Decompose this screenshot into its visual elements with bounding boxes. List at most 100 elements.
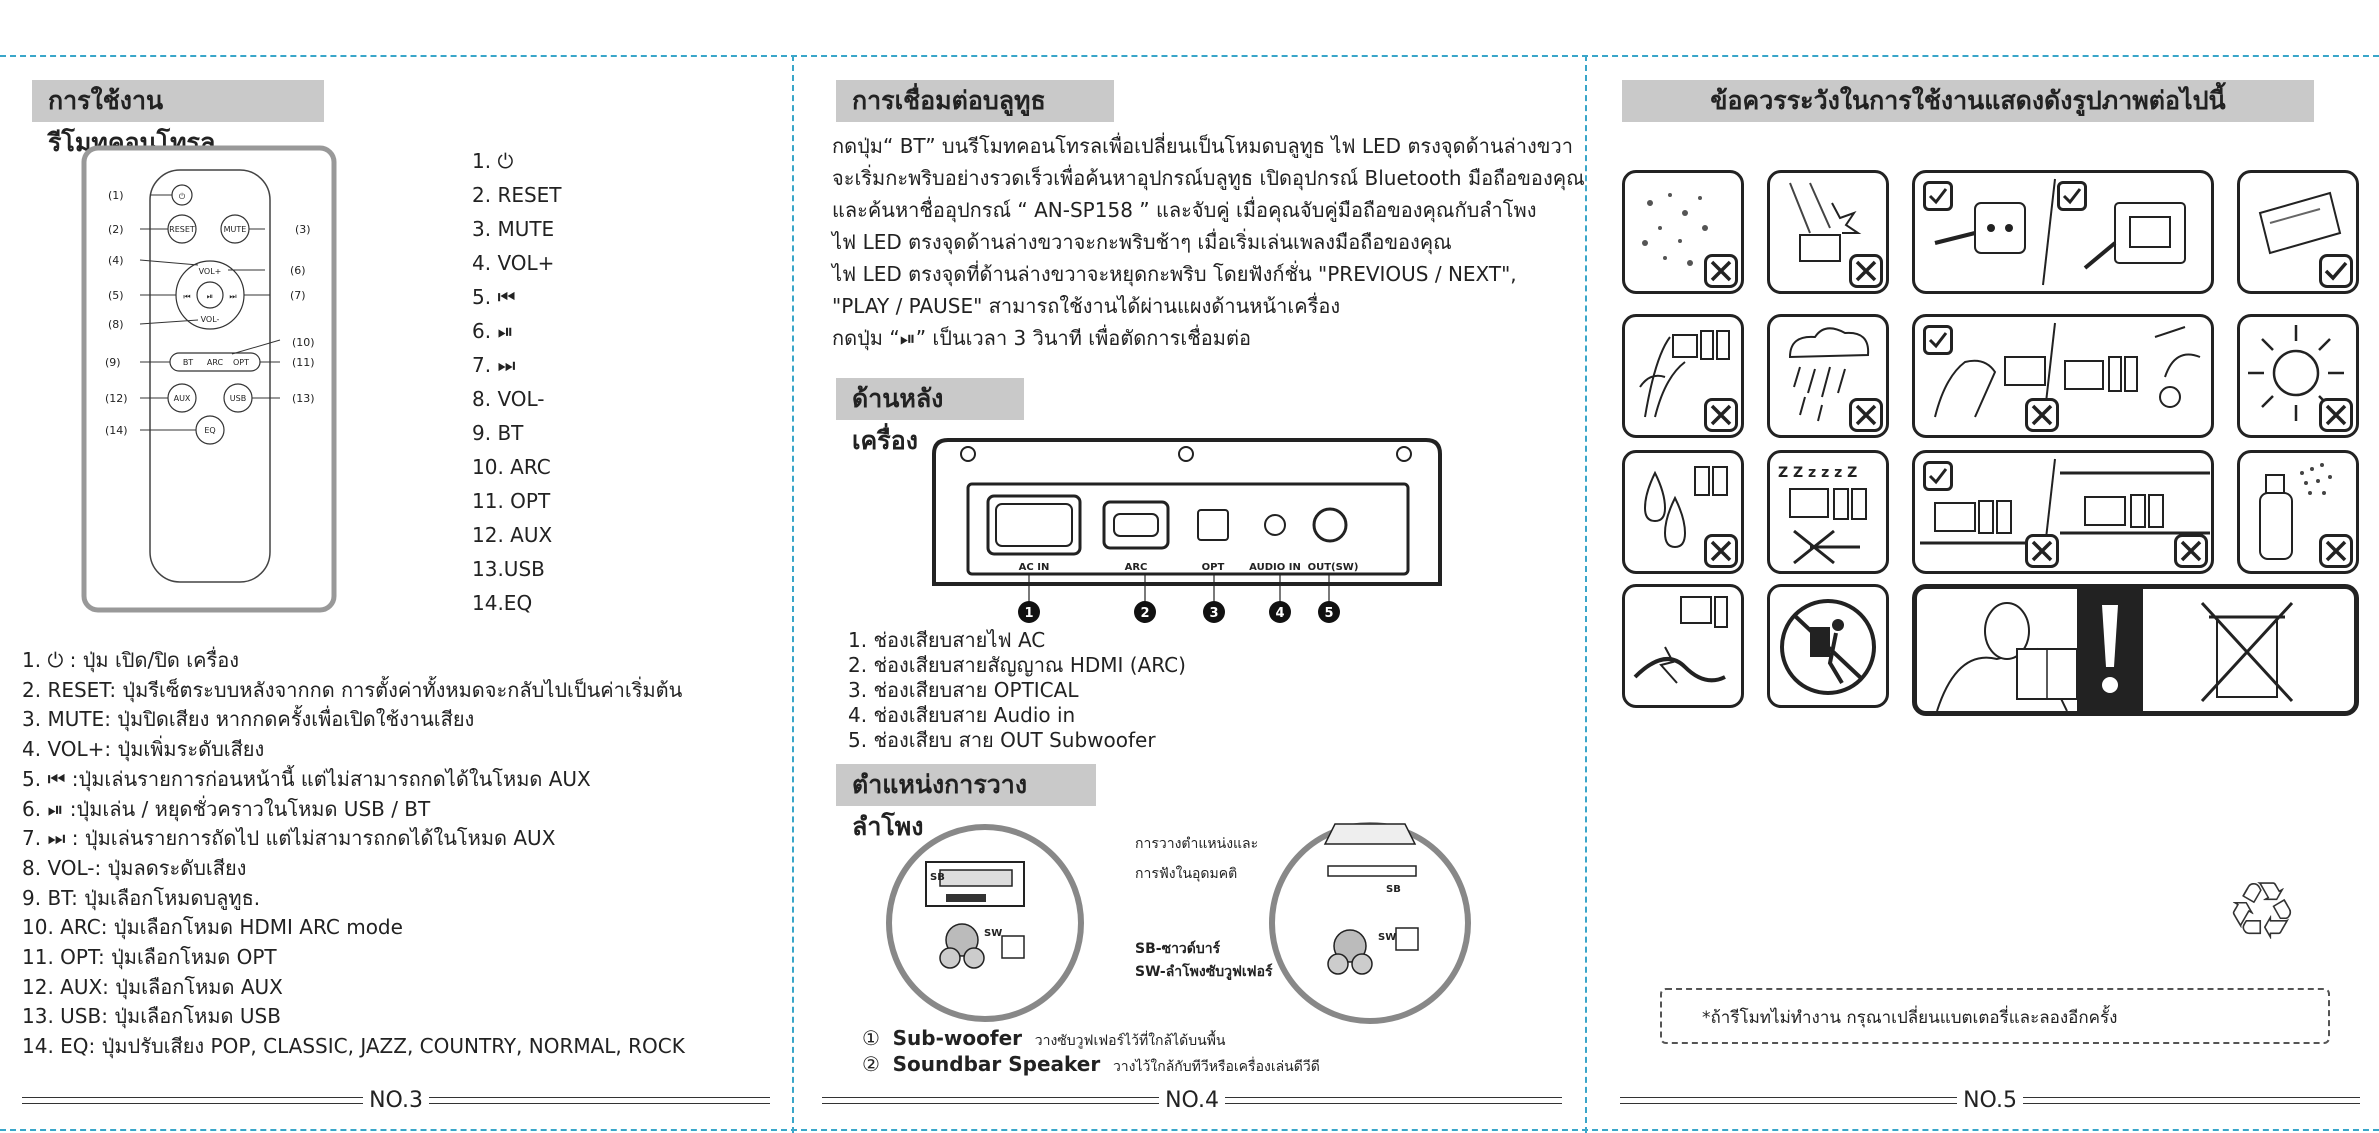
top-guide-line [0, 55, 2379, 57]
page-number: NO.5 [1963, 1088, 2017, 1113]
button-descriptions: 1. ⏻ : ปุ่ม เปิด/ปิด เครื่อง 2. RESET: ป… [22, 646, 685, 1062]
port-item: 1. ช่องเสียบสายไฟ AC [848, 628, 1046, 652]
recycle-icon: ♲ [2226, 865, 2298, 958]
bt-line: กดปุ่ม “⏯” เป็นเวลา 3 วินาที เพื่อตัดการ… [832, 326, 1251, 350]
no-spray-icon [2237, 450, 2359, 574]
fold-line-left [792, 55, 794, 1133]
remote-callout-1: (1) [108, 189, 124, 202]
panel-label-audioin: AUDIO IN [1249, 562, 1301, 573]
remote-callout-2: (2) [108, 223, 124, 236]
prohibited-mark-icon [2319, 534, 2353, 568]
bt-line: และค้นหาชื่ออุปกรณ์ “ AN-SP158 ” และจับค… [832, 198, 1537, 222]
remote-callout-12: (12) [105, 392, 128, 405]
bt-line: กดปุ่ม“ BT” บนรีโมทคอนโทรลเพื่อเปลี่ยนเป… [832, 134, 1573, 158]
prohibited-mark-icon [1704, 254, 1738, 288]
read-manual-disposal-icon [1912, 584, 2359, 716]
panel-label-outsw: OUT(SW) [1308, 562, 1359, 573]
remote-mute-key: MUTE [224, 225, 247, 234]
tip-subwoofer: ① Sub-woofer วางซับวูฟเฟอร์ไว้ที่ใกล้ได้… [862, 1026, 1226, 1052]
remote-callout-3: (3) [295, 223, 311, 236]
tip-title: Sub-woofer [892, 1026, 1023, 1050]
svg-text:⏻: ⏻ [179, 192, 186, 201]
svg-text:⏮: ⏮ [183, 292, 190, 301]
panel-num: 3 [1209, 606, 1218, 621]
panel-label-arc: ARC [1125, 562, 1148, 573]
placement-heading: ตำแหน่งการวางลำโพง [836, 764, 1096, 841]
bt-line: จะเริ่มกะพริบอย่างรวดเร็วเพื่อค้นหาอุปกร… [832, 166, 1585, 190]
remote-bt-key: BT [183, 358, 193, 367]
prohibited-mark-icon [1849, 398, 1883, 432]
panel-label-acin: AC IN [1019, 562, 1050, 573]
remote-callout-10: (10) [292, 336, 315, 349]
description-item: 9. BT: ปุ่มเลือกโหมดบลูทูธ. [22, 885, 261, 910]
legend-sw: SW-ลำโพงซับวูฟเฟอร์ [1135, 962, 1273, 980]
remote-usb-key: USB [230, 394, 246, 403]
port-list: 1. ช่องเสียบสายไฟ AC 2. ช่องเสียบสายสัญญ… [848, 628, 1186, 753]
button-list-item: 6. ⏯ [472, 319, 514, 343]
no-sunlight-icon [2237, 314, 2359, 438]
tip-text: วางไว้ใกล้กับทีวีหรือเครื่องเล่นดีวีดี [1112, 1059, 1320, 1075]
tip-text: วางซับวูฟเฟอร์ไว้ที่ใกล้ได้บนพื้น [1034, 1033, 1226, 1049]
panel-num: 5 [1324, 606, 1333, 621]
page-footer-3: NO.3 [22, 1088, 770, 1113]
remote-callout-13: (13) [292, 392, 315, 405]
svg-text:⏭: ⏭ [229, 292, 236, 301]
remote-volminus-key: VOL- [201, 315, 220, 324]
description-item: 1. ⏻ : ปุ่ม เปิด/ปิด เครื่อง [22, 648, 239, 672]
tip-number: ① [862, 1026, 880, 1050]
remote-eq-key: EQ [204, 426, 215, 435]
battery-note: *ถ้ารีโมทไม่ทำงาน กรุณาเปลี่ยนแบตเตอรี่แ… [1660, 988, 2330, 1044]
sw-tag-left: SW [984, 928, 1002, 939]
remote-callout-4: (4) [108, 254, 124, 267]
button-list-item: 9. BT [472, 421, 524, 445]
no-liquid-icon [1622, 450, 1744, 574]
button-list-item: 3. MUTE [472, 217, 555, 241]
sb-tag-right: SB [1386, 884, 1401, 895]
description-item: 6. ⏯ :ปุ่มเล่น / หยุดชั่วคราวในโหมด USB … [22, 796, 431, 821]
sb-tag-left: SB [930, 872, 945, 883]
proper-power-plug-icon [1912, 170, 2214, 294]
ventilation-ok-icon [2237, 170, 2359, 294]
placement-caption-1: การวางตำแหน่งและ [1135, 836, 1258, 852]
no-rain-icon [1767, 314, 1889, 438]
fold-line-right [1585, 55, 1587, 1133]
bluetooth-instructions: กดปุ่ม“ BT” บนรีโมทคอนโทรลเพื่อเปลี่ยนเป… [832, 130, 1585, 354]
placement-caption-2: การฟังในอุดมคติ [1135, 865, 1237, 882]
button-list-item: 5. ⏮ [472, 285, 516, 309]
svg-text:Z Z z z z Z: Z Z z z z Z [1778, 465, 1857, 481]
approved-mark-icon [2057, 181, 2087, 211]
remote-callout-6: (6) [290, 264, 306, 277]
bottom-guide-line [0, 1129, 2379, 1131]
remote-volplus-key: VOL+ [199, 267, 222, 276]
description-item: 7. ⏭ : ปุ่มเล่นรายการถัดไป แต่ไม่สามารถก… [22, 826, 556, 851]
page-number: NO.3 [369, 1088, 423, 1113]
remote-arc-key: ARC [207, 358, 224, 367]
remote-callout-7: (7) [290, 289, 306, 302]
button-list-item: 14.EQ [472, 591, 533, 615]
description-item: 13. USB: ปุ่มเลือกโหมด USB [22, 1004, 281, 1029]
back-panel-illustration: AC IN ARC OPT AUDIO IN OUT(SW) 1 2 3 4 5 [932, 438, 1442, 623]
prohibited-mark-icon [2174, 534, 2208, 568]
bt-line: "PLAY / PAUSE" สามารถใช้งานได้ผ่านแผงด้า… [832, 294, 1341, 318]
bt-line: ไฟ LED ตรงจุดด้านล่างขวาจะกะพริบช้าๆ เมื… [832, 230, 1452, 254]
remote-callout-14: (14) [105, 424, 128, 437]
remote-reset-key: RESET [169, 225, 195, 234]
approved-mark-icon [1923, 181, 1953, 211]
port-item: 5. ช่องเสียบ สาย OUT Subwoofer [848, 728, 1156, 752]
description-item: 10. ARC: ปุ่มเลือกโหมด HDMI ARC mode [22, 915, 403, 940]
remote-aux-key: AUX [174, 394, 191, 403]
svg-text:⏯: ⏯ [207, 292, 213, 301]
tip-number: ② [862, 1052, 880, 1076]
description-item: 12. AUX: ปุ่มเลือกโหมด AUX [22, 974, 283, 999]
shelf-placement-icon [1912, 450, 2214, 574]
description-item: 3. MUTE: ปุ่มปิดเสียง หากกดครั้งเพื่อเปิ… [22, 707, 475, 732]
button-list-item: 12. AUX [472, 523, 553, 547]
bluetooth-heading: การเชื่อมต่อบลูทูธ [836, 80, 1114, 122]
tip-soundbar: ② Soundbar Speaker วางไว้ใกล้กับทีวีหรือ… [862, 1052, 1320, 1078]
unplug-when-idle-icon: Z Z z z z Z [1767, 450, 1889, 574]
description-item: 14. EQ: ปุ่มปรับเสียง POP, CLASSIC, JAZZ… [22, 1034, 685, 1059]
description-item: 8. VOL-: ปุ่มลดระดับเสียง [22, 855, 247, 880]
prohibited-mark-icon [1704, 398, 1738, 432]
prohibited-mark-icon [2319, 398, 2353, 432]
page-number: NO.4 [1165, 1088, 1219, 1113]
